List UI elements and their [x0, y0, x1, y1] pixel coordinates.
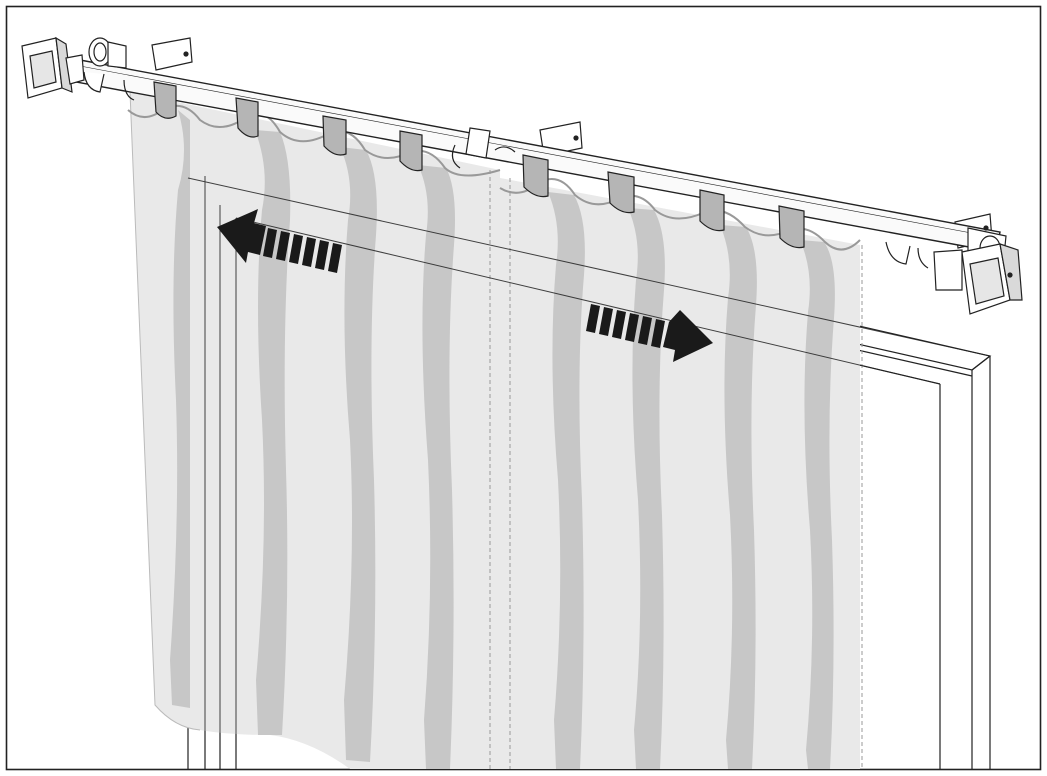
arrow-left [217, 209, 342, 273]
window-corner [971, 355, 991, 371]
curtain-tab [522, 154, 549, 198]
curtain-panel-right [499, 178, 863, 769]
arrow-right [586, 304, 713, 362]
rod-ring [885, 241, 911, 265]
curtain-tab [235, 97, 259, 138]
arrow-left-dash [276, 231, 290, 261]
curtain-panel-left [127, 91, 501, 769]
arrow-left-head [217, 209, 266, 263]
arrow-left-dash [315, 240, 329, 270]
arrow-right-dash [612, 310, 626, 339]
fold-shadow [720, 225, 757, 769]
curtain-tab [778, 205, 805, 249]
curtain-right-fabric [500, 178, 860, 769]
arrow-right-dash [586, 304, 600, 333]
finial-right-neck [933, 249, 963, 291]
rod-ring [83, 71, 105, 93]
finial-left [21, 36, 127, 99]
arrow-left-dash [328, 243, 342, 273]
arrow-left-dash [289, 234, 303, 264]
fold-shadow [170, 110, 190, 708]
curtain-left-header-wave [127, 104, 501, 177]
curtain-rod [21, 36, 1023, 315]
fold-shadow [340, 147, 377, 762]
fold-shadow [548, 192, 585, 769]
rod-ring [917, 247, 929, 269]
window-frame-through-curtain [187, 176, 991, 769]
arrow-left-dash [302, 237, 316, 267]
fold-shadow [800, 240, 835, 769]
arrow-left-dash [263, 228, 277, 258]
curtain-tab [322, 115, 347, 156]
wall-bracket [151, 37, 193, 71]
curtain-tabs [153, 81, 805, 249]
arrow-right-head [663, 310, 713, 362]
arrow-right-dash [599, 307, 613, 336]
curtain-left-fabric [130, 92, 500, 769]
curtain-tab [153, 81, 177, 119]
fold-shadow [628, 208, 665, 769]
curtain-tab [399, 130, 423, 172]
fold-shadow [418, 165, 455, 769]
arrow-right-dash [638, 316, 652, 345]
curtain-right-header-wave [499, 178, 861, 251]
arrow-right-dash [625, 313, 639, 342]
curtain-tab [607, 171, 635, 214]
finial-right [183, 51, 1023, 315]
rod-joint [465, 127, 491, 159]
arrow-right-dash [651, 319, 665, 348]
fold-shadow [255, 130, 291, 735]
rod-ring [123, 79, 135, 101]
finial-left-neck [65, 54, 85, 85]
curtain-tab [699, 189, 725, 232]
